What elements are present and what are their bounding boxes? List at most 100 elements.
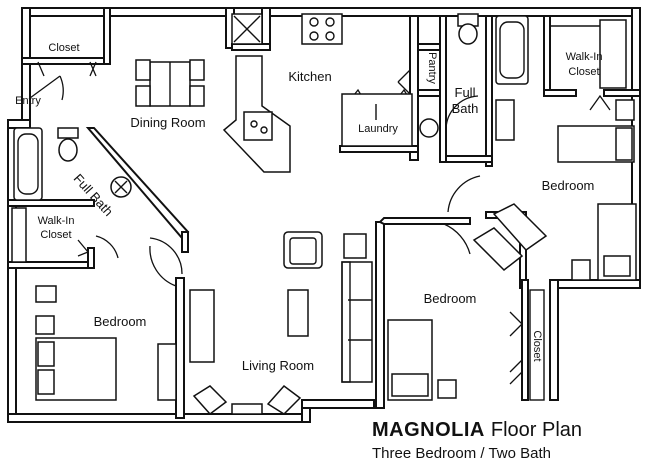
armchair — [472, 227, 524, 271]
wall-right-closet-bottom-left — [543, 89, 577, 97]
closet-shelf — [11, 207, 27, 263]
dining-chair — [189, 85, 205, 107]
wall-right-lower — [549, 279, 559, 401]
closet-shelf — [529, 289, 545, 401]
plan-title-suffix: Floor Plan — [491, 419, 582, 441]
center-bath-fixtures — [457, 13, 529, 141]
bathtub — [495, 15, 529, 85]
pillow — [615, 127, 633, 161]
label-closet-center: Closet — [531, 330, 543, 361]
pillow — [391, 373, 429, 397]
stove-burner — [325, 31, 335, 41]
dining-chair — [135, 59, 151, 81]
label-bedroom-left: Bedroom — [94, 314, 147, 329]
wall-left-bath-end — [181, 231, 189, 253]
living-room-furniture — [189, 231, 373, 416]
coffee-table — [287, 289, 309, 337]
laundry-unit — [341, 93, 413, 147]
side-table — [231, 403, 263, 415]
label-pantry: Pantry — [426, 52, 438, 84]
wall-bottom-mid — [301, 399, 383, 409]
nightstand — [35, 315, 55, 335]
bathtub — [13, 127, 43, 201]
wall-center-bath-right — [485, 15, 493, 167]
door-entry-closet — [37, 61, 97, 77]
wall-entry-closet-side — [103, 7, 111, 65]
sink-cross — [114, 180, 128, 194]
nightstand — [35, 285, 57, 303]
bathtub-basin — [499, 21, 525, 79]
wall-left-closet-bottom — [7, 261, 95, 269]
stove — [301, 13, 343, 45]
pillow — [37, 369, 55, 395]
left-bath-fixtures — [13, 127, 132, 201]
door-center-closet — [509, 311, 523, 385]
water-heater — [419, 118, 439, 138]
door-left-bath — [149, 237, 183, 275]
label-walk-in-closet-right-2: Closet — [568, 66, 599, 78]
door-left-bedroom — [149, 245, 177, 287]
sink-drain — [260, 126, 268, 134]
bathtub-basin — [17, 133, 39, 195]
label-full-bath-left: Full Bath — [71, 171, 116, 219]
furniture — [11, 13, 637, 416]
stove-burner — [309, 17, 319, 27]
pillow — [37, 341, 55, 367]
door-right-closet — [589, 94, 611, 111]
left-bedroom-furniture — [35, 285, 177, 401]
plan-name: MAGNOLIA — [372, 419, 485, 441]
wall-center-closet-left — [521, 279, 529, 401]
wall-center-bath-bottom — [445, 155, 493, 163]
label-bedroom-right: Bedroom — [542, 178, 595, 193]
label-closet-entry: Closet — [48, 42, 79, 54]
label-walk-in-closet-left-2: Closet — [40, 229, 71, 241]
sofa — [341, 261, 373, 383]
wall-left-bath-bottom — [7, 199, 95, 207]
toilet-bowl — [58, 138, 78, 162]
stove-burner — [325, 17, 335, 27]
label-full-bath-center-2: Bath — [452, 101, 479, 116]
wall-kitchen-pantry — [409, 15, 419, 161]
pillow — [603, 255, 631, 277]
wall-laundry-bottom — [339, 145, 419, 153]
armchair — [492, 203, 548, 251]
nightstand — [615, 99, 635, 121]
toilet-tank — [57, 127, 79, 139]
entertainment-center — [189, 289, 215, 363]
wall-left-closet-side — [87, 247, 95, 269]
closet-shelf — [599, 19, 627, 89]
wall-left-bath-diagonal — [85, 127, 190, 240]
sofa-back — [341, 261, 351, 383]
door-left-bath-inner — [95, 235, 119, 259]
armchair — [192, 385, 228, 416]
end-table — [343, 233, 367, 259]
label-walk-in-closet-right-1: Walk-In — [566, 51, 603, 63]
label-entry: Entry — [15, 95, 41, 107]
label-living-room: Living Room — [242, 358, 314, 373]
nightstand — [437, 379, 457, 399]
wall-left-step — [7, 119, 31, 129]
wall-kitchen-shelf — [231, 43, 271, 51]
label-laundry: Laundry — [358, 123, 398, 135]
wall-right-step — [549, 279, 641, 289]
wall-center-bedroom-top — [378, 217, 471, 225]
wall-entry-closet — [21, 57, 111, 65]
fridge-cross — [233, 15, 261, 43]
armchair — [283, 231, 323, 269]
door-center-bath — [445, 95, 479, 131]
label-walk-in-closet-left-1: Walk-In — [38, 215, 75, 227]
armchair-seat — [289, 237, 317, 265]
dining-chair — [189, 59, 205, 81]
armchair — [266, 384, 302, 415]
nightstand — [571, 259, 591, 281]
door-right-bedroom — [447, 175, 481, 213]
sink-drain — [250, 120, 258, 128]
label-dining-room: Dining Room — [130, 115, 205, 130]
stove-burner — [309, 31, 319, 41]
door-entry-arc — [59, 75, 64, 101]
dining-chair — [135, 85, 151, 107]
dresser — [157, 343, 177, 401]
door-center-bedroom — [443, 223, 471, 255]
label-kitchen: Kitchen — [288, 69, 331, 84]
